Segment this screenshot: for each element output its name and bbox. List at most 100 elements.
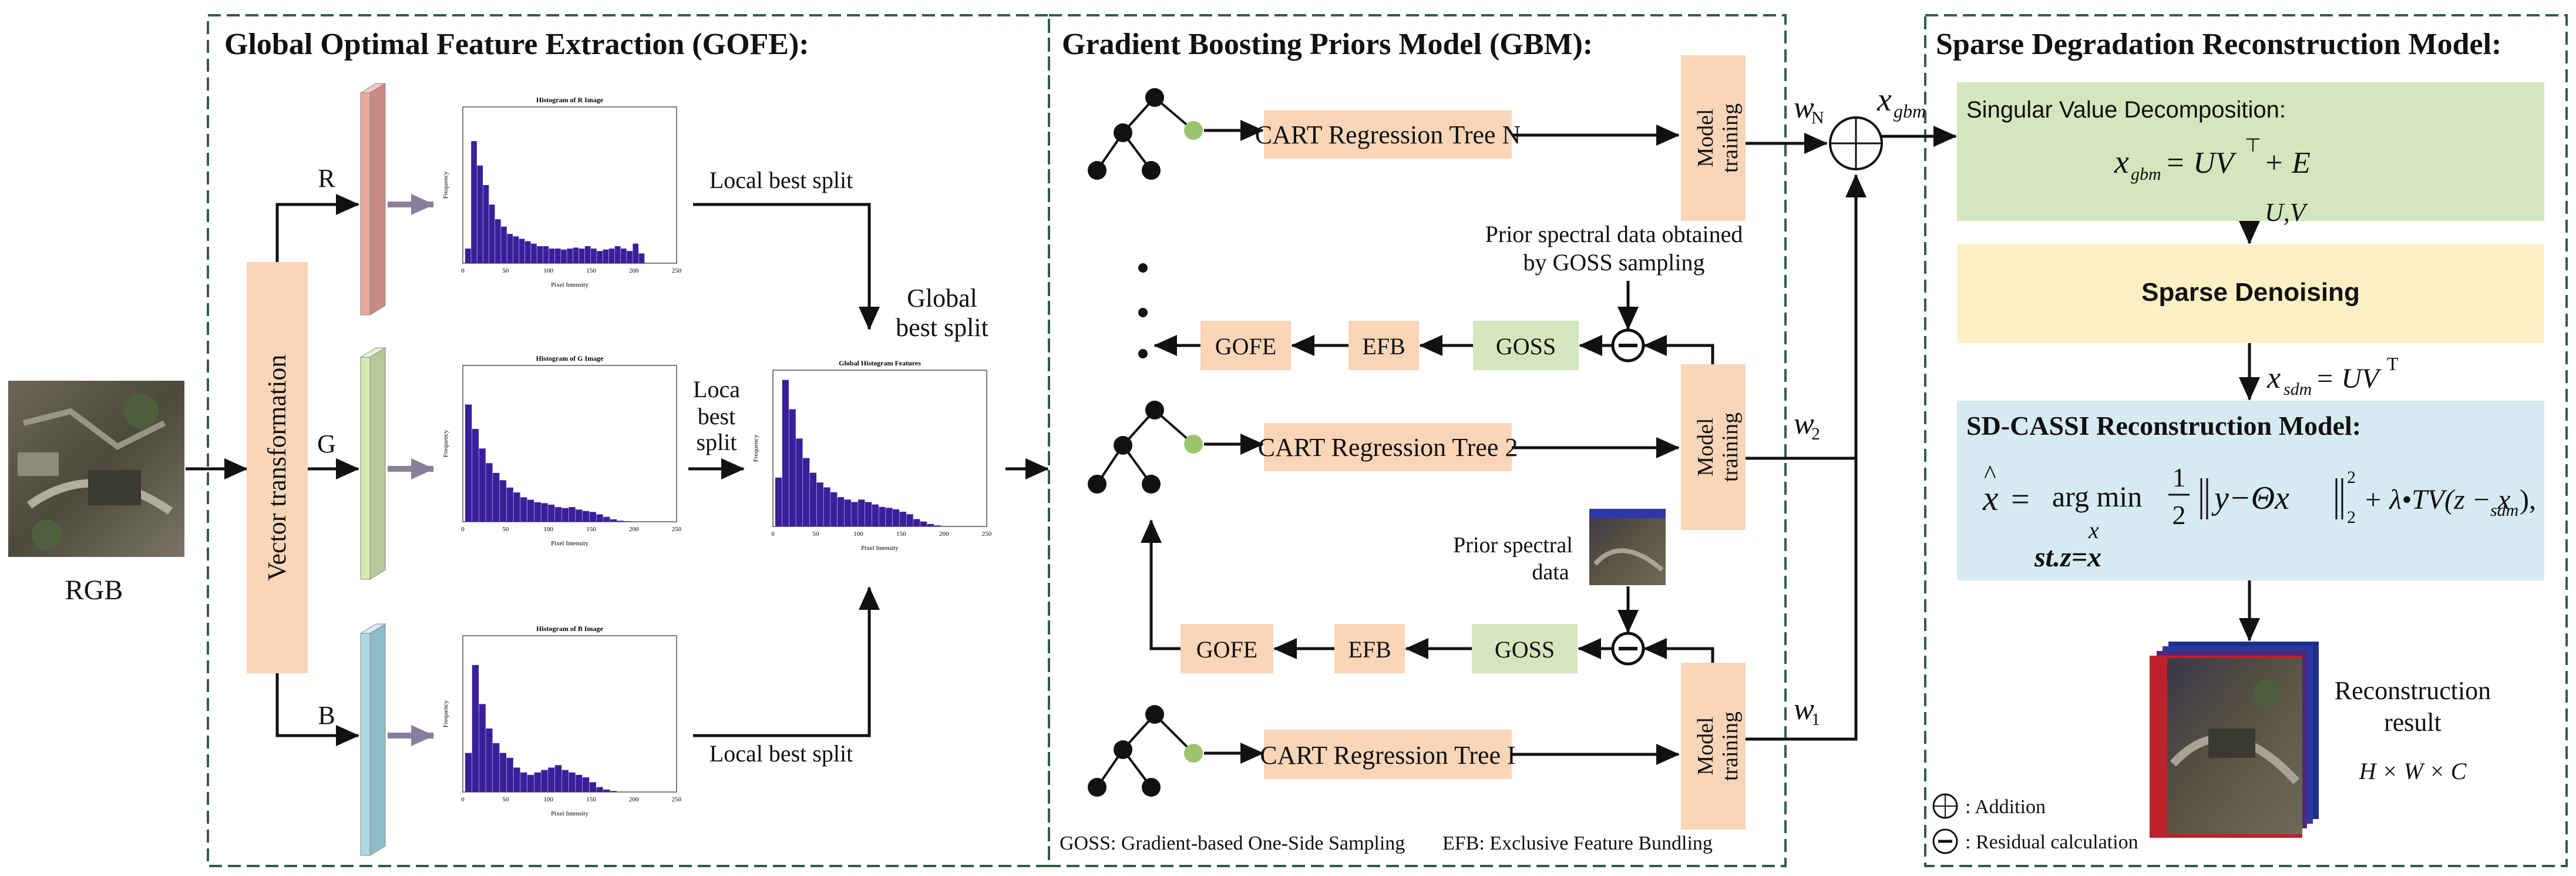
hist-ylabel: Frequency — [442, 429, 449, 457]
svg-text:x: x — [2114, 144, 2129, 180]
hist-bar — [614, 246, 621, 263]
arrow-gofe-to-tree-2 — [1141, 519, 1181, 650]
arrow-w1-to-sum — [1746, 174, 1867, 741]
sparse-denoising-title: Sparse Denoising — [2141, 278, 2360, 307]
goss-label-bottom: GOSS — [1495, 636, 1555, 663]
hist-bar — [782, 380, 789, 526]
hist-bar — [465, 249, 471, 263]
hist-bar — [483, 185, 489, 263]
vector-transformation-label: Vector transformation — [263, 355, 291, 581]
hist-tick-label: 200 — [629, 267, 639, 274]
hist-bar — [520, 497, 527, 522]
svg-text:= UV: = UV — [2315, 363, 2382, 394]
hist-bar — [554, 765, 562, 792]
prior-goss-label-1: Prior spectral data obtained — [1485, 221, 1743, 247]
hist-bar — [579, 249, 585, 263]
rgb-input-image — [8, 381, 184, 557]
hist-title: Histogram of R Image — [536, 96, 604, 104]
hist-bar — [527, 499, 534, 522]
hist-tick-label: 250 — [672, 267, 682, 274]
hist-bar — [465, 404, 472, 522]
cart-tree-2-label: CART Regression Tree 2 — [1258, 433, 1518, 462]
hist-bar — [537, 246, 543, 263]
hist-bar — [541, 503, 548, 522]
reconstruction-dims: H × W × C — [2359, 758, 2467, 784]
branch-b — [275, 673, 359, 746]
cart-tree-1-label: CART Regression Tree I — [1260, 741, 1515, 770]
svg-text:^: ^ — [1984, 460, 1996, 489]
hist-ylabel: Frequency — [752, 434, 759, 462]
hist-bar — [472, 429, 479, 522]
reconstruction-label-1: Reconstruction — [2335, 676, 2491, 705]
efb-label-top: EFB — [1362, 333, 1405, 360]
residual-legend-label: : Residual calculation — [1965, 831, 2138, 853]
hist-plot-area — [462, 106, 677, 264]
hist-bar — [569, 772, 576, 792]
svg-text:1: 1 — [1811, 710, 1820, 729]
svd-box — [1957, 82, 2544, 221]
arrow-local-split-bottom — [693, 586, 880, 737]
hist-bar — [603, 249, 609, 263]
prior-spectral-label-1: Prior spectral — [1453, 533, 1573, 558]
hist-tick-label: 50 — [812, 531, 819, 538]
sdcassi-title: SD-CASSI Reconstruction Model: — [1966, 411, 2361, 441]
hist-bar — [524, 241, 531, 263]
svg-text:x: x — [1982, 479, 1999, 518]
hist-bar — [627, 251, 633, 263]
model-training-n-box — [1681, 55, 1746, 221]
hist-bar — [610, 519, 617, 522]
w-1-label: w 1 — [1794, 693, 1820, 729]
hist-xlabel: Pixel Intensity — [861, 545, 899, 552]
hist-bar — [554, 507, 562, 522]
model-training-2-label-2: training — [1718, 412, 1743, 482]
efb-box-top — [1348, 321, 1419, 370]
hist-tick-label: 50 — [502, 796, 509, 803]
prior-spectral-thumbnail — [1589, 509, 1666, 585]
addition-icon — [1829, 116, 1883, 170]
hist-bar — [591, 249, 597, 263]
hist-ylabel: Frequency — [442, 700, 449, 727]
svg-text:2: 2 — [2173, 500, 2186, 530]
cart-tree-n-label: CART Regression Tree N — [1255, 120, 1521, 149]
hist-bar — [471, 141, 477, 263]
hist-bar — [499, 753, 507, 792]
branch-r — [275, 194, 359, 262]
hist-bar — [519, 239, 525, 263]
hist-tick-label: 150 — [586, 796, 596, 803]
arrow-local-split-top — [693, 203, 880, 330]
hist-bar — [589, 782, 596, 792]
svg-text:x: x — [2088, 517, 2099, 543]
svg-text:sdm: sdm — [2490, 501, 2518, 520]
hist-bar — [816, 482, 823, 526]
channel-g-label: G — [317, 429, 336, 458]
svg-text:2: 2 — [2347, 468, 2356, 487]
hist-tick-label: 200 — [939, 531, 949, 538]
hist-tick-label: 100 — [853, 531, 863, 538]
hist-bar — [899, 512, 906, 526]
svg-text:+ E: + E — [2264, 146, 2311, 180]
addition-legend-label: : Addition — [1965, 796, 2046, 818]
sparse-denoising-box — [1957, 244, 2544, 343]
hist-bar — [934, 525, 941, 526]
channel-b-label: B — [318, 701, 335, 730]
sdcassi-box — [1957, 401, 2544, 580]
hist-bar — [561, 508, 569, 522]
best-label: best — [698, 403, 735, 429]
gofe-box-top — [1200, 321, 1291, 370]
hist-bar — [507, 234, 513, 263]
hist-tick-label: 250 — [982, 531, 992, 538]
hist-bar — [809, 472, 817, 526]
gofe-label-top: GOFE — [1215, 333, 1276, 360]
svg-text:w: w — [1794, 91, 1814, 125]
hist-bar — [541, 770, 548, 792]
hist-tick-label: 150 — [586, 267, 596, 274]
cart-tree-n-box — [1264, 110, 1512, 159]
svg-text:sdm: sdm — [2284, 380, 2312, 399]
efb-box-bottom — [1334, 624, 1405, 673]
hist-bar — [499, 480, 507, 522]
goss-box-top — [1473, 321, 1579, 370]
hist-bar — [892, 509, 900, 526]
